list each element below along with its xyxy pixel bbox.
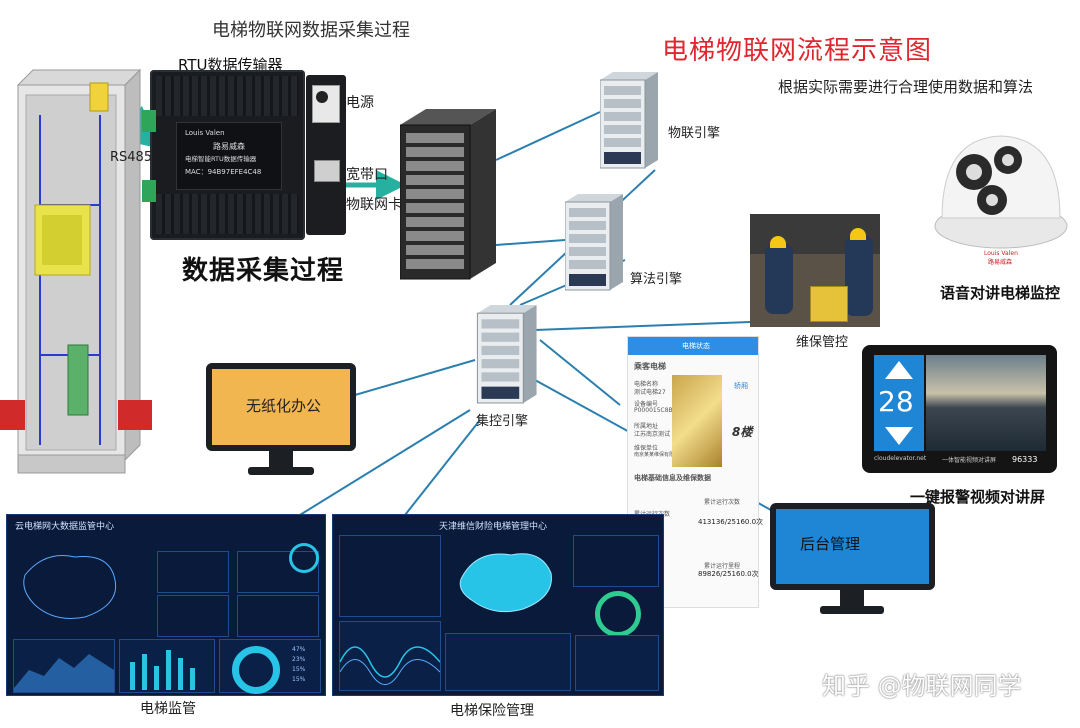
paperless-office-monitor: 无纸化办公 xyxy=(206,363,356,485)
dome-camera-image: Louis Valen 路易威森 xyxy=(930,118,1072,268)
phone-stat1-caption: 累计运行次数 xyxy=(704,499,741,506)
rtu-model: 电梯智能RTU数据传输器 xyxy=(185,155,257,163)
camera-name: 路易威森 xyxy=(988,259,1013,266)
phone-action: 轿厢 xyxy=(734,382,748,390)
dashboard-supervision: 云电梯网大数据监管中心 47% 23% 15% 15% xyxy=(6,514,326,696)
legend-value-4: 15% xyxy=(292,676,306,683)
alarm-video-screen: 28 cloudelevator.net 一体智能视频对讲屏 96333 xyxy=(862,345,1057,473)
main-title: 电梯物联网流程示意图 xyxy=(662,36,933,66)
rtu-side-view xyxy=(306,75,346,235)
algo-engine-server-icon xyxy=(564,192,625,292)
dashboard-insurance: 天津维信财险电梯管理中心 xyxy=(332,514,664,696)
legend-value-2: 23% xyxy=(292,656,306,663)
rs485-label: RS485 xyxy=(110,150,153,165)
elevator-door-image xyxy=(672,375,722,467)
dashboard2-title: 天津维信财险电梯管理中心 xyxy=(439,522,548,532)
phone-field1: 电梯名称 xyxy=(634,381,659,388)
phone-value3: 江苏南京测试 xyxy=(634,431,671,438)
collection-title: 电梯物联网数据采集过程 xyxy=(212,20,410,41)
power-label: 电源 xyxy=(346,95,374,111)
phone-stat1: 413136/25160.0次 xyxy=(698,518,764,526)
phone-header: 电梯状态 xyxy=(682,342,710,350)
dashboard2-caption: 电梯保险管理 xyxy=(450,703,534,719)
alarm-caption: 一体智能视频对讲屏 xyxy=(942,457,997,464)
arrow-up-icon xyxy=(885,361,913,379)
iot-engine-server-icon xyxy=(599,70,660,170)
floor-number: 28 xyxy=(878,385,914,418)
phone-floor: 8楼 xyxy=(732,425,753,439)
maintenance-photo xyxy=(750,214,880,327)
server-rack-icon xyxy=(399,105,496,281)
subtitle: 根据实际需要进行合理使用数据和算法 xyxy=(778,78,1034,96)
alarm-site: cloudelevator.net xyxy=(874,455,927,462)
maintenance-label: 维保管控 xyxy=(796,335,849,350)
rtu-mac: MAC：94B97EFE4C48 xyxy=(185,168,262,176)
arrow-down-icon xyxy=(885,427,913,445)
watermark: 知乎 @物联网同学 xyxy=(822,672,1022,700)
phone-value2: P000015C8BF537 xyxy=(634,407,688,414)
backend-monitor: 后台管理 xyxy=(770,503,935,623)
iot-card-label: 物联网卡 xyxy=(346,197,402,213)
process-label: 数据采集过程 xyxy=(182,256,345,286)
phone-field4: 维保单位 xyxy=(634,445,659,452)
paperless-office-label: 无纸化办公 xyxy=(246,397,322,415)
algo-engine-label: 算法引擎 xyxy=(630,272,683,287)
alarm-phone: 96333 xyxy=(1012,455,1038,464)
phone-value4: 南京某某维保有限公司 xyxy=(634,452,685,458)
phone-stat2: 89826/25160.0次 xyxy=(698,570,759,578)
rtu-brand: Louis Valen xyxy=(185,129,225,137)
legend-value-1: 47% xyxy=(292,646,306,653)
dashboard1-title: 云电梯网大数据监管中心 xyxy=(15,522,115,532)
alarm-screen-label: 一键报警视频对讲屏 xyxy=(910,488,1046,506)
phone-field3: 所属地址 xyxy=(634,423,659,430)
rtu-device: Louis Valen 路易威森 电梯智能RTU数据传输器 MAC：94B97E… xyxy=(142,70,305,240)
phone-app-screenshot: 电梯状态 乘客电梯 电梯名称 测试电梯27 设备编号 P000015C8BF53… xyxy=(627,336,763,608)
phone-value1: 测试电梯27 xyxy=(634,389,666,396)
dashboard2-map xyxy=(459,553,552,613)
broadband-label: 宽带口 xyxy=(346,167,388,183)
phone-section: 乘客电梯 xyxy=(634,362,666,371)
backend-label: 后台管理 xyxy=(800,535,861,553)
legend-value-3: 15% xyxy=(292,666,306,673)
rtu-title: RTU数据传输器 xyxy=(178,56,283,74)
rtu-name: 路易威森 xyxy=(213,142,245,151)
phone-field2: 设备编号 xyxy=(634,401,659,408)
elevator-shaft-image xyxy=(0,55,160,475)
dashboard1-caption: 电梯监管 xyxy=(140,701,196,717)
phone-stat2-label: 累计运行里程 xyxy=(704,563,741,570)
dashboard1-map xyxy=(23,555,117,619)
central-engine-label: 集控引擎 xyxy=(476,414,529,429)
iot-engine-label: 物联引擎 xyxy=(668,126,721,141)
camera-brand: Louis Valen xyxy=(984,250,1018,257)
central-engine-server-icon xyxy=(476,303,540,405)
voice-monitor-label: 语音对讲电梯监控 xyxy=(940,284,1061,302)
phone-info-title: 电梯基础信息及维保数据 xyxy=(634,474,711,482)
